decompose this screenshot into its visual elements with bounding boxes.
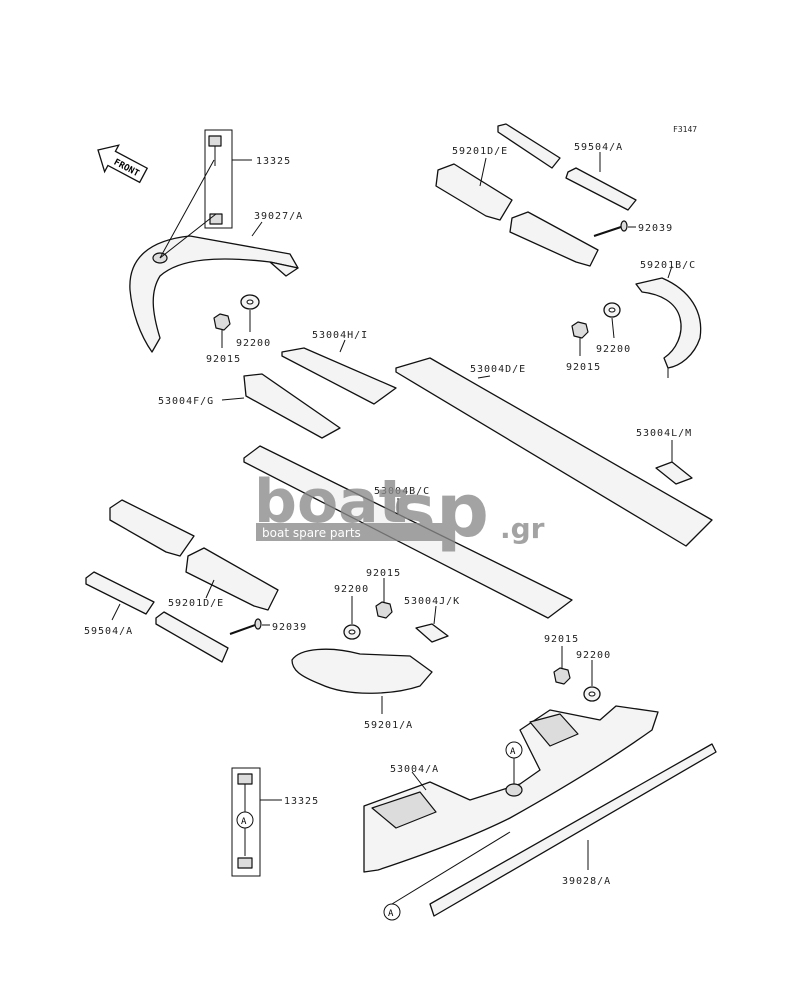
label-59201de-bottom: 59201D/E [168, 598, 224, 609]
rail-59504-top[interactable] [497, 123, 637, 211]
pad-59201a[interactable] [291, 648, 433, 694]
washer-92200-left[interactable] [240, 294, 260, 332]
svg-text:A: A [241, 817, 247, 827]
label-53004de: 53004D/E [470, 364, 526, 375]
label-13325-top: 13325 [256, 156, 291, 167]
label-59201bc: 59201B/C [640, 260, 696, 271]
diagram-code: F3147 [673, 125, 697, 134]
mat-53004de[interactable] [395, 357, 713, 547]
label-59504-top: 59504/A [574, 142, 623, 153]
washer-92200-right[interactable] [603, 302, 621, 339]
label-92200-left: 92200 [236, 338, 271, 349]
washer-92200-low[interactable] [583, 660, 601, 702]
nut-92015-left[interactable] [213, 313, 231, 348]
label-53004jk: 53004J/K [404, 596, 460, 607]
mat-53004lm[interactable] [655, 461, 693, 485]
label-92015-right: 92015 [566, 362, 601, 373]
label-92039-bottom: 92039 [272, 622, 307, 633]
label-39027: 39027/A [254, 211, 303, 222]
cover-59201bc[interactable] [635, 277, 702, 378]
callout-a-rail: A [383, 831, 511, 921]
label-59201a: 59201/A [364, 720, 413, 731]
part-39027-handle[interactable] [129, 159, 299, 353]
label-92015-left: 92015 [206, 354, 241, 365]
label-59201de-top: 59201D/E [452, 146, 508, 157]
washer-92200-mid[interactable] [343, 596, 361, 640]
mat-53004fg[interactable] [243, 373, 341, 439]
deck-53004a[interactable] [363, 705, 659, 873]
watermark-brand-sp: sp [392, 468, 489, 554]
label-92200-low: 92200 [576, 650, 611, 661]
mat-53004hi[interactable] [281, 347, 397, 405]
rub-rail-39028a[interactable] [429, 743, 717, 917]
rivet-92039-bottom[interactable] [229, 618, 270, 635]
label-53004a: 53004/A [390, 764, 439, 775]
label-92039-top: 92039 [638, 223, 673, 234]
callout-a-deck: A [505, 741, 523, 784]
nut-92015-mid[interactable] [375, 578, 393, 619]
label-92015-low: 92015 [544, 634, 579, 645]
rail-59504-bottom[interactable] [85, 571, 229, 663]
svg-text:A: A [510, 747, 516, 757]
cover-59201de-top[interactable] [435, 163, 599, 267]
label-53004bc: 53004B/C [374, 486, 430, 497]
label-53004lm: 53004L/M [636, 428, 692, 439]
nut-92015-right[interactable] [571, 321, 589, 356]
watermark-brand-tld: .gr [500, 512, 545, 545]
label-53004hi: 53004H/I [312, 330, 368, 341]
label-39028: 39028/A [562, 876, 611, 887]
part-13325-top[interactable] [204, 129, 252, 229]
label-13325-bottom: 13325 [284, 796, 319, 807]
label-53004fg: 53004F/G [158, 396, 214, 407]
label-92200-mid: 92200 [334, 584, 369, 595]
watermark-logo: boat sp .gr boat spare parts [254, 467, 545, 554]
front-arrow-icon: FRONT [97, 144, 149, 184]
label-92015-mid: 92015 [366, 568, 401, 579]
part-13325-bottom[interactable]: A [231, 767, 282, 877]
label-92200-right: 92200 [596, 344, 631, 355]
svg-text:A: A [388, 909, 394, 919]
label-59504-bottom: 59504/A [84, 626, 133, 637]
rivet-92039-top[interactable] [593, 220, 636, 237]
cover-59201de-bottom[interactable] [109, 499, 279, 611]
watermark-tagline: boat spare parts [262, 526, 361, 540]
mat-53004jk[interactable] [415, 623, 449, 643]
nut-92015-low[interactable] [553, 646, 571, 685]
